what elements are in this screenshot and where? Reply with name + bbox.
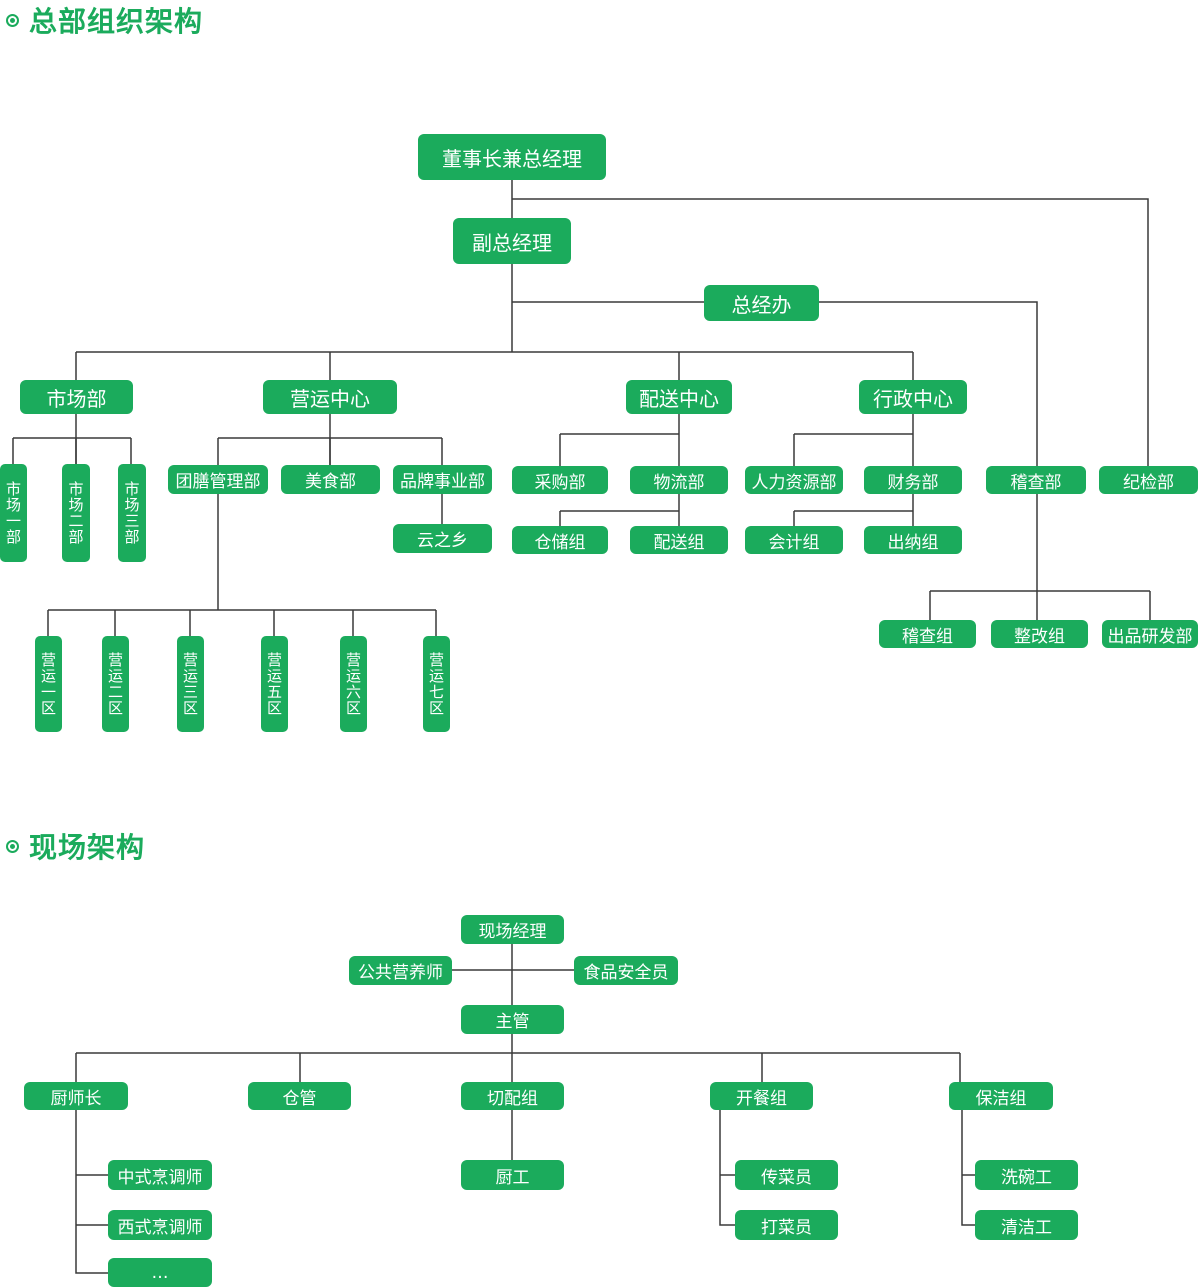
node-hr: 人力资源部 — [745, 466, 843, 494]
node-food-safety: 食品安全员 — [574, 956, 678, 985]
node-delivery-group: 配送组 — [630, 526, 728, 554]
node-region: 营运六区 — [340, 636, 367, 732]
node-more-ellipsis: … — [108, 1258, 212, 1287]
node-deputy-gm: 副总经理 — [453, 218, 571, 264]
node-catering-mgmt: 团膳管理部 — [168, 465, 268, 494]
node-audit-group: 稽查组 — [879, 620, 976, 648]
node-dishwasher: 洗碗工 — [975, 1160, 1078, 1190]
node-market-sub: 市场三部 — [118, 464, 146, 562]
node-cleaning-group: 保洁组 — [949, 1082, 1053, 1110]
node-region: 营运一区 — [35, 636, 62, 732]
node-audit-dept: 稽查部 — [986, 466, 1086, 494]
node-food-server: 打菜员 — [735, 1210, 838, 1240]
node-finance: 财务部 — [864, 466, 962, 494]
node-gourmet-dept: 美食部 — [281, 465, 380, 494]
hq-title-text: 总部组织架构 — [29, 5, 204, 38]
node-distribution-center: 配送中心 — [626, 380, 732, 414]
node-admin-center: 行政中心 — [859, 380, 967, 414]
bullet-ring-icon — [6, 839, 19, 853]
node-nutritionist: 公共营养师 — [349, 956, 452, 985]
node-western-cook: 西式烹调师 — [108, 1210, 212, 1240]
node-cashier: 出纳组 — [864, 526, 962, 554]
hq-section-title: 总部组织架构 — [6, 0, 203, 40]
node-gm-office: 总经办 — [704, 285, 819, 321]
node-kitchen-worker: 厨工 — [461, 1160, 564, 1190]
node-discipline-dept: 纪检部 — [1099, 466, 1198, 494]
node-purchasing: 采购部 — [512, 466, 608, 494]
node-chairman: 董事长兼总经理 — [418, 134, 606, 180]
node-region: 营运三区 — [177, 636, 204, 732]
site-title-text: 现场架构 — [29, 831, 146, 864]
node-food-runner: 传菜员 — [735, 1160, 838, 1190]
node-warehouse-group: 仓储组 — [512, 526, 608, 554]
node-brand-dept: 品牌事业部 — [393, 465, 492, 494]
node-supervisor: 主管 — [461, 1005, 564, 1034]
node-yunzhixiang: 云之乡 — [393, 524, 492, 553]
node-market-sub: 市场二部 — [62, 464, 90, 562]
node-region: 营运五区 — [261, 636, 288, 732]
node-market-sub: 市场一部 — [0, 464, 27, 562]
node-region: 营运二区 — [102, 636, 129, 732]
node-rectify-group: 整改组 — [991, 620, 1088, 648]
node-market-dept: 市场部 — [20, 380, 133, 414]
node-region: 营运七区 — [423, 636, 450, 732]
node-site-manager: 现场经理 — [461, 915, 564, 944]
node-head-chef: 厨师长 — [24, 1082, 128, 1110]
node-chinese-cook: 中式烹调师 — [108, 1160, 212, 1190]
node-accounting: 会计组 — [745, 526, 843, 554]
node-logistics: 物流部 — [630, 466, 728, 494]
node-operations-center: 营运中心 — [263, 380, 397, 414]
bullet-ring-icon — [6, 13, 19, 27]
node-storekeeper: 仓管 — [248, 1082, 351, 1110]
node-cleaner: 清洁工 — [975, 1210, 1078, 1240]
node-cutting-group: 切配组 — [461, 1082, 564, 1110]
node-serving-group: 开餐组 — [710, 1082, 813, 1110]
site-section-title: 现场架构 — [6, 826, 145, 866]
node-rnd-dept: 出品研发部 — [1102, 620, 1198, 648]
